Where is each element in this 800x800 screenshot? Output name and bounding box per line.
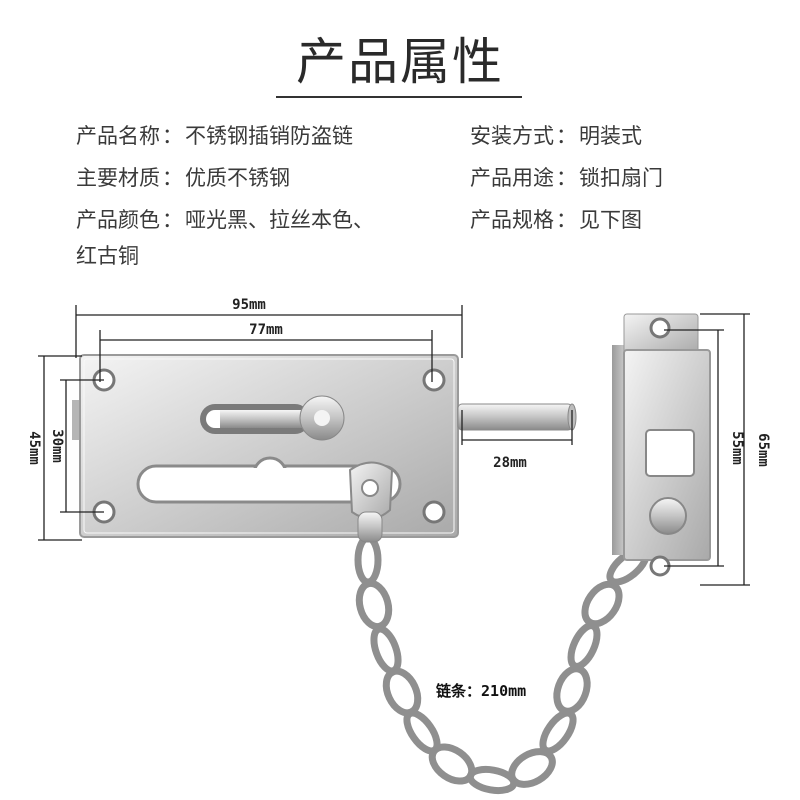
- spec-color: 产品颜色：哑光黑、拉丝本色、: [76, 206, 374, 234]
- spec-usage: 产品用途：锁扣扇门: [470, 164, 663, 192]
- chain-link: [581, 580, 623, 628]
- chain-knob: [649, 497, 687, 535]
- spec-separator: ：: [556, 124, 577, 148]
- dimension-lines: [38, 305, 750, 586]
- spec-material: 主要材质：优质不锈钢: [76, 164, 290, 192]
- chain-label-value: 210mm: [481, 682, 526, 700]
- chain-link: [370, 625, 402, 675]
- screw-hole: [422, 368, 446, 392]
- spec-value: 不锈钢插销防盗链: [185, 124, 353, 148]
- spec-value: 明装式: [579, 124, 642, 148]
- chain-link: [466, 765, 518, 795]
- page-title: 产品属性: [296, 33, 504, 91]
- spec-label: 产品用途: [470, 166, 554, 190]
- chain-link: [355, 579, 393, 631]
- dim-label-95mm: 95mm: [232, 297, 266, 313]
- chain: [354, 534, 650, 795]
- spec-label: 安装方式: [470, 124, 554, 148]
- spec-separator: ：: [162, 208, 183, 232]
- chain-link: [382, 667, 422, 717]
- spec-label: 主要材质: [76, 166, 160, 190]
- dim-label-65mm: 65mm: [755, 433, 771, 467]
- spec-separator: ：: [162, 124, 183, 148]
- spec-label: 产品颜色: [76, 208, 160, 232]
- keeper-plate: [612, 313, 711, 577]
- spec-label: 产品名称: [76, 124, 160, 148]
- dim-label-77mm: 77mm: [249, 322, 283, 338]
- dim-label-28mm: 28mm: [493, 455, 527, 471]
- spec-color-line2: 红古铜: [76, 244, 139, 268]
- spec-value: 优质不锈钢: [185, 166, 290, 190]
- chain-link: [508, 748, 556, 788]
- chain-link: [354, 534, 382, 586]
- spec-separator: ：: [162, 166, 183, 190]
- chain-length-label: 链条：210mm: [436, 682, 526, 700]
- spec-separator: ：: [556, 166, 577, 190]
- spec-value: 见下图: [579, 208, 642, 232]
- dim-label-45mm: 45mm: [26, 431, 42, 465]
- spec-product-name: 产品名称：不锈钢插销防盗链: [76, 122, 353, 150]
- bolt-plate: [72, 354, 577, 538]
- dim-label-30mm: 30mm: [49, 429, 65, 463]
- spec-separator: ：: [556, 208, 577, 232]
- dim-label-55mm: 55mm: [729, 431, 745, 465]
- bolt-rod: [457, 403, 573, 431]
- spec-size: 产品规格：见下图: [470, 206, 642, 234]
- screw-hole: [649, 317, 671, 339]
- spec-value: 锁扣扇门: [579, 166, 663, 190]
- spec-value: 哑光黑、拉丝本色、: [185, 208, 374, 232]
- chain-hook: [348, 461, 394, 543]
- spec-label: 产品规格: [470, 208, 554, 232]
- spec-install-method: 安装方式：明装式: [470, 122, 642, 150]
- chain-link: [553, 665, 591, 715]
- chain-link: [539, 709, 577, 755]
- title-underline: [276, 96, 522, 98]
- screw-hole: [422, 500, 446, 524]
- chain-label-prefix: 链条：: [436, 682, 481, 700]
- chain-link: [567, 622, 601, 670]
